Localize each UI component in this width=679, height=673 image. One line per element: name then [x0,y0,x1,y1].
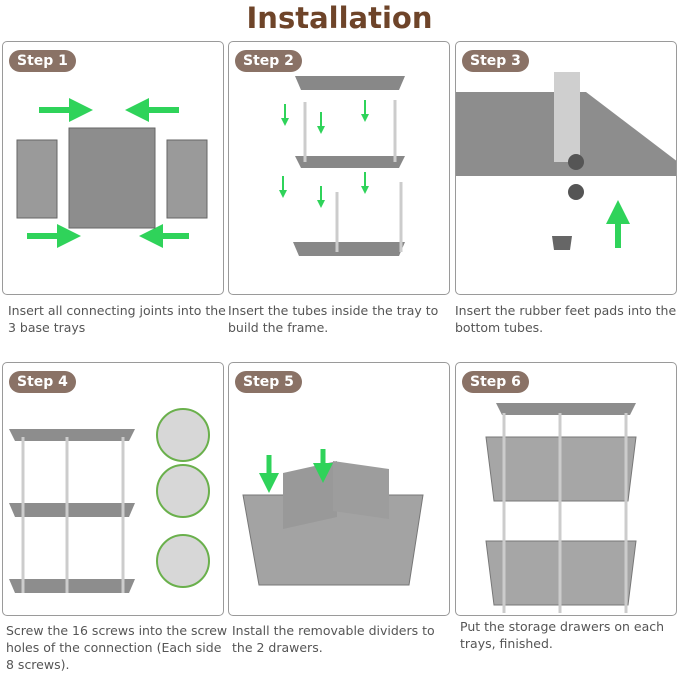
arrow-icon [27,98,189,248]
step-3-card: Step 3 [455,41,677,295]
step-label: Step 5 [235,371,302,393]
step-6-illustration [485,403,637,613]
step-3-caption: Insert the rubber feet pads into the bot… [455,303,677,335]
step-2-caption: Insert the tubes inside the tray to buil… [228,303,439,335]
step-5-caption: Install the removable dividers to the 2 … [232,623,435,655]
step-3-illustration [456,72,676,250]
step-1-caption: Insert all connecting joints into the 3 … [8,303,226,335]
step-2-card: Step 2 [228,41,450,295]
page-title: Installation [246,1,433,35]
step-6-card: Step 6 [455,362,677,616]
step-5-illustration [242,449,424,586]
step-label: Step 6 [462,371,529,393]
step-5-card: Step 5 [228,362,450,616]
step-4-card: Step 4 [2,362,224,616]
step-6-caption: Put the storage drawers on each trays, f… [460,619,665,651]
step-1-illustration [16,98,208,248]
step-label: Step 4 [9,371,76,393]
step-label: Step 1 [9,50,76,72]
step-4-illustration [9,408,210,593]
step-label: Step 3 [462,50,529,72]
step-4-caption: Screw the 16 screws into the screw holes… [6,623,228,672]
step-2-illustration [279,76,405,256]
step-1-card: Step 1 [2,41,224,295]
step-label: Step 2 [235,50,302,72]
